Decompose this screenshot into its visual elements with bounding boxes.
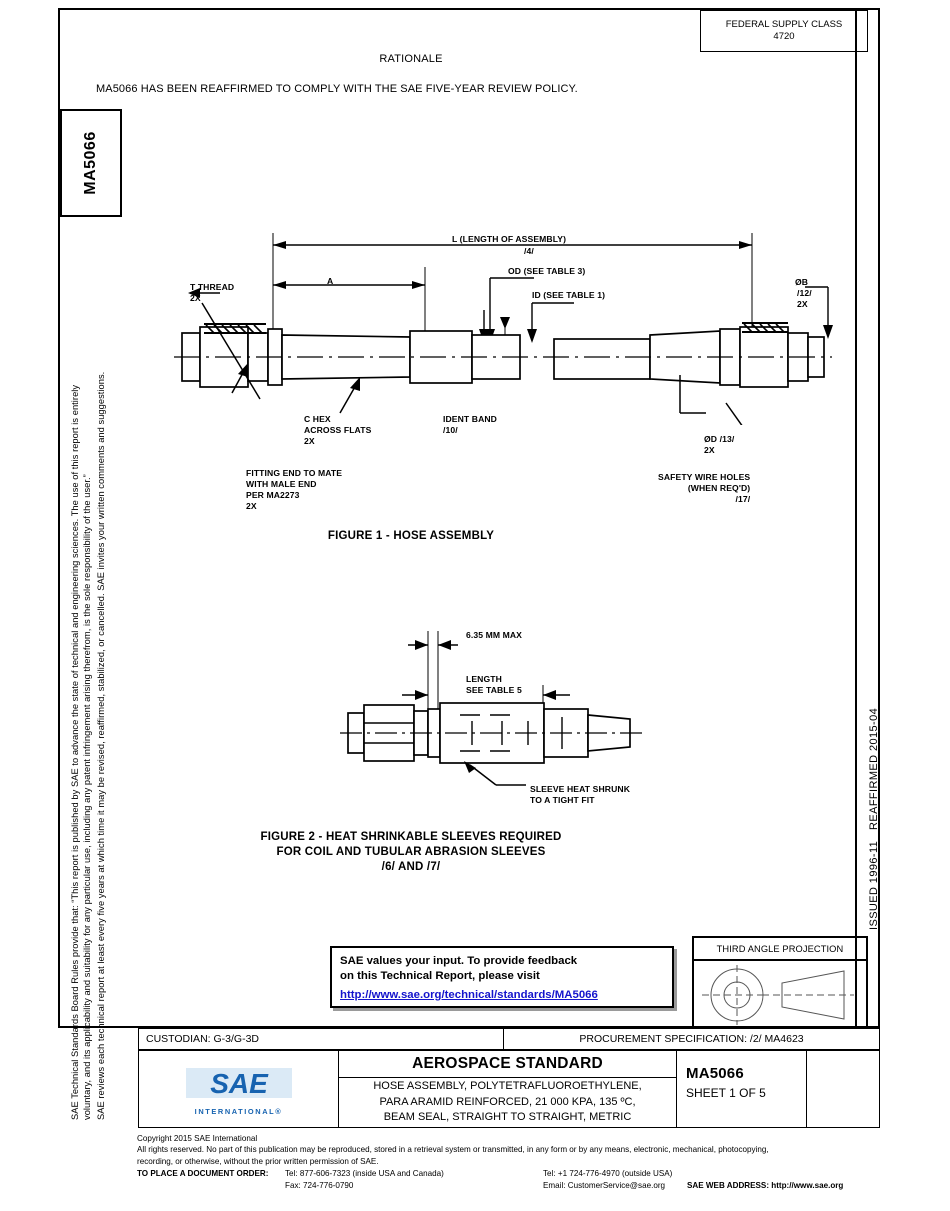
description-line-2: PARA ARAMID REINFORCED, 21 000 KPA, 135 … [379,1095,636,1108]
footer-rights-2: recording, or otherwise, without the pri… [137,1156,379,1166]
description-line-3: BEAM SEAL, STRAIGHT TO STRAIGHT, METRIC [383,1111,632,1124]
federal-supply-class-box: FEDERAL SUPPLY CLASS 4720 [700,10,868,52]
document-number: MA5066 [686,1065,744,1082]
sheet-number: SHEET 1 OF 5 [686,1086,766,1100]
standard-description: HOSE ASSEMBLY, POLYTETRAFLUOROETHYLENE, … [339,1078,676,1127]
label-length-note: /4/ [524,246,534,256]
figure-2-caption-line1: FIGURE 2 - HEAT SHRINKABLE SLEEVES REQUI… [260,831,562,843]
label-c-hex: C HEX ACROSS FLATS 2X [304,414,372,446]
footer: Copyright 2015 SAE International All rig… [137,1133,897,1191]
label-sleeve-heat-shrunk: SLEEVE HEAT SHRUNK TO A TIGHT FIT [530,784,631,805]
third-angle-projection-box: THIRD ANGLE PROJECTION [692,936,868,1028]
footer-fax: Fax: 724-776-0790 [285,1180,354,1190]
label-fitting-end: FITTING END TO MATE WITH MALE END PER MA… [246,468,343,511]
legal-notice-line-3: SAE reviews each technical report at lea… [96,371,106,1120]
spine-document-number: MA5066 [82,131,99,195]
fsc-number: 4720 [773,31,795,42]
rationale-title: RATIONALE [379,53,443,65]
label-safety-wire-holes: SAFETY WIRE HOLES (WHEN REQ'D) /17/ [658,472,751,504]
figure-2-drawing [330,625,660,810]
figure-2-caption-line2: FOR COIL AND TUBULAR ABRASION SLEEVES [276,846,546,858]
feedback-line-2: on this Technical Report, please visit [340,970,540,983]
figure-1-svg [174,233,833,452]
label-t-thread: T THREAD [190,282,235,292]
sae-logo-text: SAE [210,1068,269,1099]
standard-type: AEROSPACE STANDARD [339,1051,676,1078]
third-angle-projection-symbol [702,965,854,1025]
footer-tel-outside: Tel: +1 724-776-4970 (outside USA) [543,1169,673,1179]
custodian-row: CUSTODIAN: G-3/G-3D PROCUREMENT SPECIFIC… [138,1028,880,1050]
footer-tel-inside: Tel: 877-606-7323 (inside USA and Canada… [285,1169,444,1179]
figure-1-caption: FIGURE 1 - HOSE ASSEMBLY [327,530,495,542]
label-od: OD (SEE TABLE 3) [508,266,586,276]
footer-web-address: SAE WEB ADDRESS: http://www.sae.org [687,1180,844,1190]
rationale-body: MA5066 HAS BEEN REAFFIRMED TO COMPLY WIT… [96,83,578,95]
footer-email: Email: CustomerService@sae.org [543,1180,666,1190]
figure-2-svg [340,631,642,786]
fsc-label: FEDERAL SUPPLY CLASS [725,19,843,31]
label-ident-band: IDENT BAND /10/ [443,414,497,435]
label-dia-b-qty: 2X [797,299,808,309]
label-dia-d: ØD /13/ 2X [704,434,735,455]
document-number-cell: MA5066 SHEET 1 OF 5 [677,1051,807,1127]
label-id: ID (SEE TABLE 1) [532,290,606,300]
title-block-description: AEROSPACE STANDARD HOSE ASSEMBLY, POLYTE… [339,1051,677,1127]
third-angle-projection-title: THIRD ANGLE PROJECTION [694,938,866,961]
reaffirmed-date: REAFFIRMED 2015-04 [868,707,880,830]
legal-notice-line-1: SAE Technical Standards Board Rules prov… [70,384,80,1120]
footer-copyright: Copyright 2015 SAE International [137,1134,258,1143]
sae-logo: SAE INTERNATIONAL® [180,1066,298,1116]
spine-document-number-box: MA5066 [60,109,122,217]
sae-logo-cell: SAE INTERNATIONAL® [139,1051,339,1127]
feedback-link[interactable]: http://www.sae.org/technical/standards/M… [340,988,598,1001]
label-dia-b: ØB [795,277,809,287]
right-border-rule [855,8,857,1028]
footer-rights-1: All rights reserved. No part of this pub… [137,1145,769,1155]
procurement-specification-field: PROCUREMENT SPECIFICATION: /2/ MA4623 [579,1033,804,1045]
legal-notice-line-2: voluntary, and its applicability and sui… [82,474,92,1120]
label-635-mm-max: 6.35 MM MAX [466,630,523,640]
label-length-assembly: L (LENGTH OF ASSEMBLY) [452,234,567,244]
label-dia-b-note: /12/ [797,288,812,298]
footer-order-label: TO PLACE A DOCUMENT ORDER: [137,1169,269,1179]
feedback-box: SAE values your input. To provide feedba… [330,946,674,1008]
sae-logo-icon: SAE [185,1068,292,1099]
label-dim-a: A [327,276,334,286]
label-length-table5: LENGTH SEE TABLE 5 [466,674,522,695]
title-block-revision-cell [807,1051,879,1127]
figure-1-drawing [160,225,860,452]
description-line-1: HOSE ASSEMBLY, POLYTETRAFLUOROETHYLENE, [373,1079,642,1092]
drawing-border [58,8,880,1028]
sae-logo-subtext: INTERNATIONAL® [194,1107,283,1116]
title-block: SAE INTERNATIONAL® AEROSPACE STANDARD HO… [138,1050,880,1128]
label-t-thread-qty: 2X [190,293,201,303]
issued-date: ISSUED 1996-11 [868,840,880,930]
custodian-field: CUSTODIAN: G-3/G-3D [139,1029,504,1049]
figure-2-caption-line3: /6/ AND /7/ [381,861,441,873]
feedback-line-1: SAE values your input. To provide feedba… [340,955,578,967]
